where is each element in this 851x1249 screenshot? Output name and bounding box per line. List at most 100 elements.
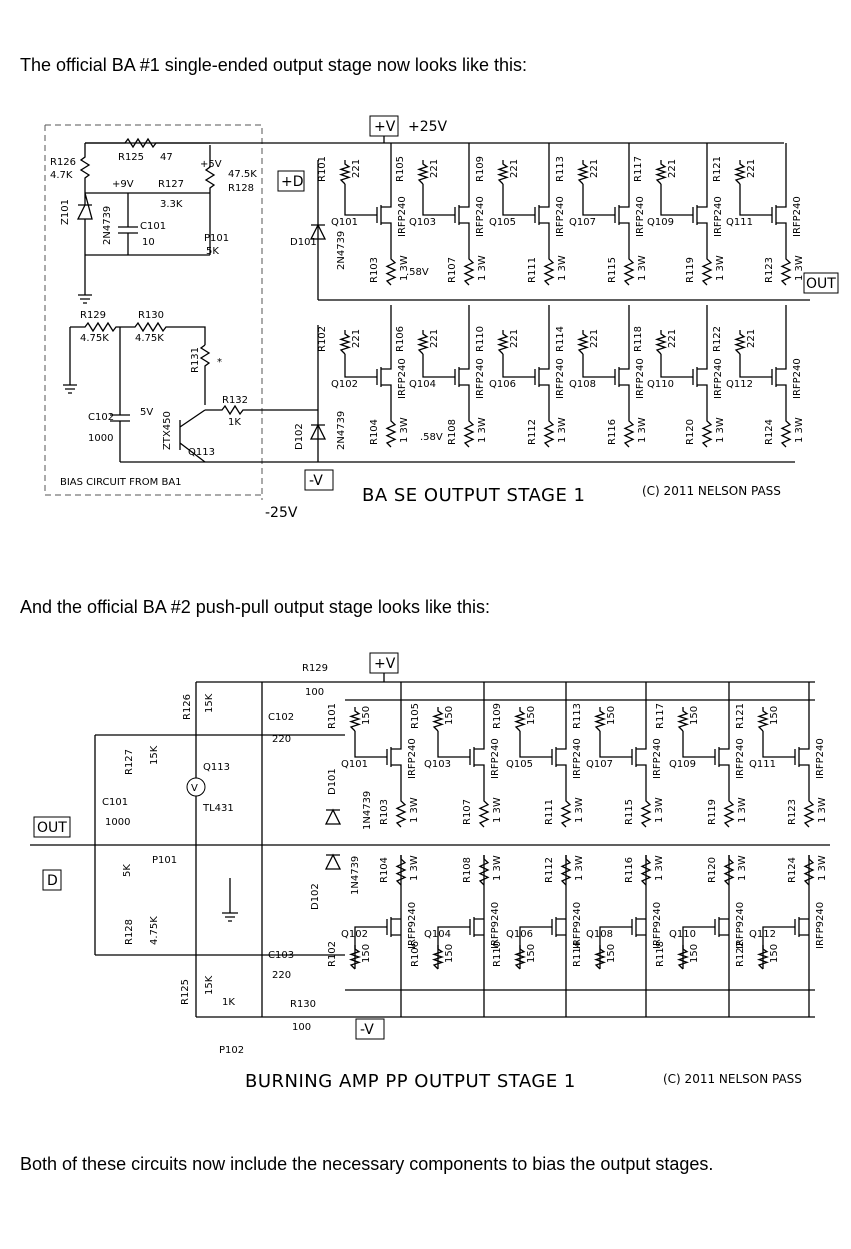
pp-out-label: OUT xyxy=(37,820,67,836)
gate-resistor xyxy=(733,160,747,185)
out-label: OUT xyxy=(806,276,836,292)
source-resistor-label: R124 xyxy=(764,419,775,445)
source-resistor-value: 1 3W xyxy=(574,855,585,881)
pp-r127-value: 15K xyxy=(149,745,160,765)
gate-resistor-label: R110 xyxy=(475,326,486,352)
mosfet-symbol xyxy=(502,143,550,255)
gate-resistor xyxy=(593,707,607,732)
gate-resistor-value: 150 xyxy=(444,706,455,725)
source-resistor-label: R116 xyxy=(624,857,635,883)
gate-resistor-value: 150 xyxy=(769,706,780,725)
mosfet-label: Q106 xyxy=(489,379,516,390)
source-resistor xyxy=(803,855,815,886)
mosfet-symbol xyxy=(599,682,647,797)
r128-resistor xyxy=(204,145,216,255)
source-resistor-value: 1 3W xyxy=(399,255,410,281)
source-resistor-label: R120 xyxy=(685,419,696,445)
source-resistor-label: R112 xyxy=(544,857,555,883)
source-resistor-label: R111 xyxy=(527,257,538,283)
measure-bottom-label: .58V xyxy=(420,432,443,443)
gate-resistor-value: 221 xyxy=(589,159,600,178)
source-resistor-label: R115 xyxy=(607,257,618,283)
mosfet-symbol xyxy=(354,682,402,797)
gate-resistor-value: 221 xyxy=(509,329,520,348)
source-resistor xyxy=(701,255,713,286)
mosfet-part: IRFP240 xyxy=(555,358,566,399)
mosfet-symbol xyxy=(762,855,810,1017)
source-resistor-label: R115 xyxy=(624,799,635,825)
source-resistor-label: R124 xyxy=(787,857,798,883)
plus-d-label: +D xyxy=(281,174,304,190)
mosfet-symbol xyxy=(354,855,402,1017)
gate-resistor xyxy=(513,707,527,732)
source-resistor-value: 1 3W xyxy=(492,797,503,823)
source-resistor-value: 1 3W xyxy=(477,417,488,443)
pp-tl431-label: TL431 xyxy=(202,803,234,814)
ba-se-output-stage-schematic: +V +25V +D OUT -V -25V R125 47 R126 4.7K… xyxy=(44,115,839,521)
source-resistor-value: 1 3W xyxy=(477,255,488,281)
q113-voltage-ref-symbol xyxy=(186,777,206,797)
r132-label: R132 xyxy=(222,395,248,406)
source-resistor-value: 1 3W xyxy=(737,855,748,881)
r128-label: R128 xyxy=(228,183,254,194)
pp-ground-symbol xyxy=(222,878,238,922)
mosfet-symbol xyxy=(502,305,550,417)
gate-resistor xyxy=(676,945,690,970)
mosfet-part: IRFP240 xyxy=(635,196,646,237)
mosfet-label: Q109 xyxy=(669,759,696,770)
pp-p102-value: 1K xyxy=(222,997,235,1008)
source-resistor xyxy=(478,855,490,886)
source-resistor-label: R119 xyxy=(707,799,718,825)
ground-symbol-2 xyxy=(63,327,77,394)
pp-r125-label: R125 xyxy=(180,979,191,1005)
source-resistor xyxy=(463,417,475,448)
source-resistor-value: 1 3W xyxy=(557,255,568,281)
q113-v-symbol: V xyxy=(191,783,198,794)
gate-resistor-value: 221 xyxy=(429,159,440,178)
r128-value: 47.5K xyxy=(228,169,257,180)
source-resistor xyxy=(723,855,735,886)
r127-label: R127 xyxy=(158,179,184,190)
source-resistor-label: R108 xyxy=(462,857,473,883)
mosfet-symbol xyxy=(582,143,630,255)
pp-c102-label: C102 xyxy=(268,712,294,723)
gate-resistor-label: R121 xyxy=(712,156,723,182)
gate-resistor-value: 221 xyxy=(667,159,678,178)
gate-resistor-value: 221 xyxy=(351,329,362,348)
gate-resistor-value: 221 xyxy=(667,329,678,348)
pp-plus-v-label: +V xyxy=(374,656,396,672)
source-resistor xyxy=(543,417,555,448)
mosfet-part: IRFP240 xyxy=(792,196,803,237)
gate-resistor xyxy=(513,945,527,970)
se-copyright: (C) 2011 NELSON PASS xyxy=(642,484,781,498)
pp-r126-value: 15K xyxy=(204,693,215,713)
source-resistor-value: 1 3W xyxy=(794,255,805,281)
mosfet-part: IRFP240 xyxy=(735,738,746,779)
gate-resistor xyxy=(348,945,362,970)
source-resistor-value: 1 3W xyxy=(409,855,420,881)
mosfet-label: Q106 xyxy=(506,929,533,940)
gate-resistor-value: 150 xyxy=(606,944,617,963)
gate-resistor xyxy=(431,707,445,732)
r131-star: * xyxy=(217,357,222,368)
source-resistor-label: R107 xyxy=(447,257,458,283)
gate-resistor-value: 150 xyxy=(361,706,372,725)
mosfet-symbol xyxy=(422,143,470,255)
gate-resistor-value: 150 xyxy=(444,944,455,963)
gate-resistor-label: R109 xyxy=(492,703,503,729)
ztx450-label: ZTX450 xyxy=(162,411,173,450)
source-resistor xyxy=(780,417,792,448)
mosfet-part: IRFP9240 xyxy=(572,902,583,949)
mosfet-label: Q110 xyxy=(647,379,674,390)
mosfet-label: Q112 xyxy=(749,929,776,940)
mosfet-part: IRFP9240 xyxy=(407,902,418,949)
mosfet-part: IRFP9240 xyxy=(735,902,746,949)
